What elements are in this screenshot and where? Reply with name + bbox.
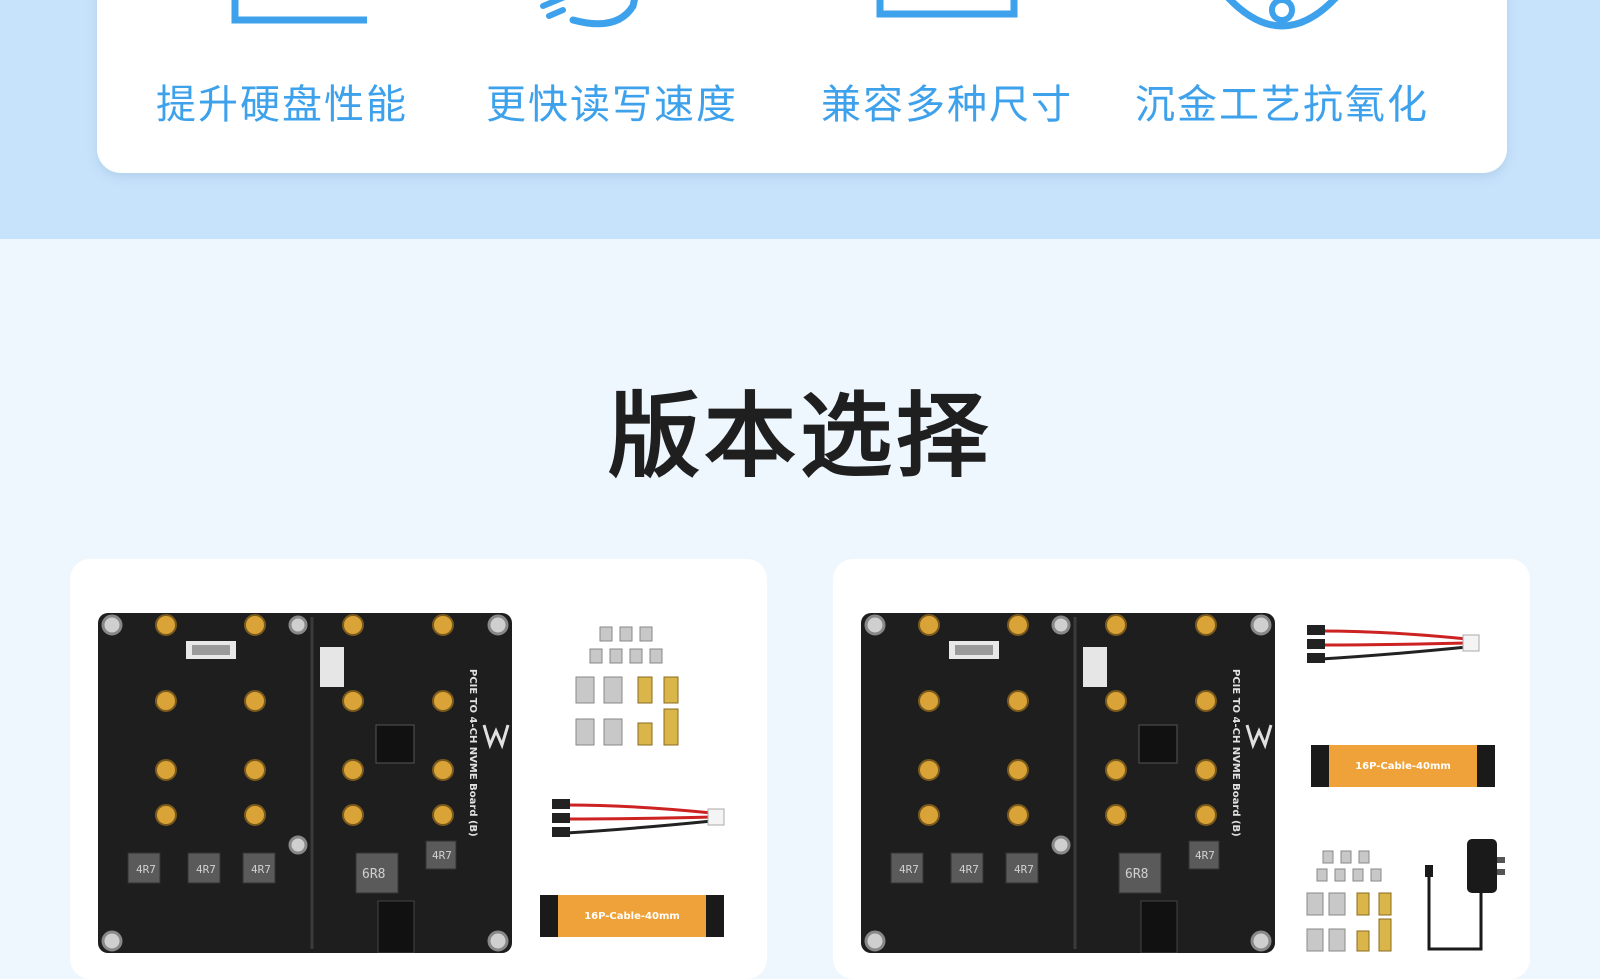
inductor-label: 4R7 [251, 863, 271, 876]
feature-label: 沉金工艺抗氧化 [1135, 82, 1429, 128]
version-card-b[interactable]: 4R7 4R7 4R7 4R7 6R8 PCIE TO 4-CH NVME Bo… [833, 559, 1530, 979]
ffc-cable-label: 16P-Cable-40mm [1355, 760, 1451, 772]
pcb-board-image: 4R7 4R7 4R7 4R7 6R8 PCIE TO 4-CH NVME Bo… [98, 613, 512, 953]
feature-gold-plating: 沉金工艺抗氧化 [1117, 0, 1447, 170]
power-cable-image [1307, 625, 1480, 663]
ffc-cable-image: 16P-Cable-40mm [1311, 745, 1495, 787]
gold-plating-icon [1225, 0, 1339, 30]
big-inductor-label: 6R8 [1125, 867, 1148, 882]
inductor-label: 4R7 [432, 849, 452, 862]
power-adapter-image [1425, 839, 1505, 951]
feature-sizes: 兼容多种尺寸 [782, 0, 1112, 170]
inductor-label: 4R7 [136, 863, 156, 876]
inductor-label: 4R7 [899, 863, 919, 876]
screws-standoffs-image [1306, 850, 1392, 952]
drive-icon [231, 0, 367, 24]
feature-label: 更快读写速度 [486, 82, 738, 128]
power-cable-image [552, 799, 725, 837]
pcb-board-image: 4R7 4R7 4R7 4R7 6R8 PCIE TO 4-CH NVME Bo… [861, 613, 1275, 953]
board-silkscreen-text: PCIE TO 4-CH NVME Board (B) [1230, 669, 1241, 837]
screws-standoffs-image [575, 626, 679, 746]
feature-speed: 更快读写速度 [447, 0, 777, 170]
board-silkscreen-text: PCIE TO 4-CH NVME Board (B) [467, 669, 478, 837]
ffc-cable-image: 16P-Cable-40mm [540, 895, 724, 937]
feature-label: 兼容多种尺寸 [821, 82, 1073, 128]
feature-label: 提升硬盘性能 [156, 82, 408, 128]
feature-card: 提升硬盘性能 更快读写速度 兼容多种尺寸 沉金工艺抗氧化 [97, 0, 1507, 173]
size-icon [876, 0, 1018, 18]
inductor-label: 4R7 [196, 863, 216, 876]
ffc-cable-label: 16P-Cable-40mm [584, 910, 680, 922]
feature-drive-performance: 提升硬盘性能 [117, 0, 447, 170]
inductor-label: 4R7 [1014, 863, 1034, 876]
big-inductor-label: 6R8 [362, 867, 385, 882]
inductor-label: 4R7 [1195, 849, 1215, 862]
speed-icon [540, 0, 638, 28]
section-title: 版本选择 [607, 383, 992, 490]
inductor-label: 4R7 [959, 863, 979, 876]
version-card-a[interactable]: 4R7 4R7 4R7 4R7 6R8 PCIE TO 4-CH NVME Bo… [70, 559, 767, 979]
